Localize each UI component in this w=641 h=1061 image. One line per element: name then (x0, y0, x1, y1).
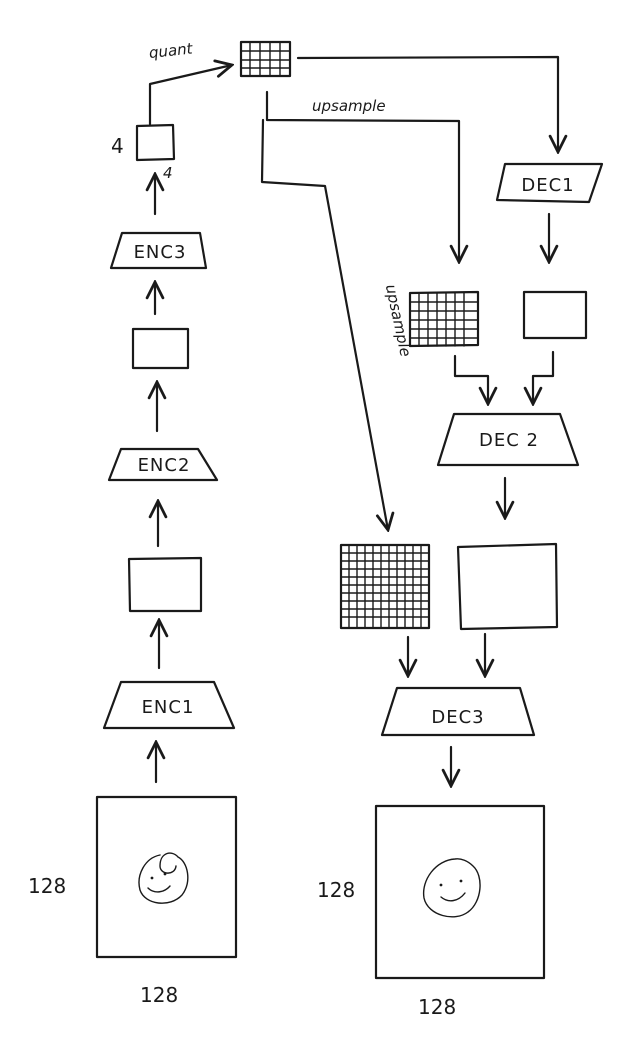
dec2-block (436, 412, 580, 467)
latent-height-label: 4 (111, 134, 124, 158)
arrow-upsample-2 (260, 118, 388, 530)
output-height-label: 128 (317, 878, 355, 902)
input-height-label: 128 (28, 874, 66, 898)
dec1-block (495, 162, 604, 204)
dec2-label: DEC 2 (479, 430, 539, 451)
encoder-feature-map-2 (131, 327, 190, 370)
dec2-output-feature-map (456, 542, 559, 631)
upsample-label-1: upsample (312, 97, 386, 115)
enc1-block (102, 680, 236, 730)
decoder-output-image (374, 804, 546, 980)
dec3-label: DEC3 (431, 707, 484, 728)
arrow-upsample-1 (265, 90, 459, 262)
dec1-label: DEC1 (521, 175, 574, 196)
quantized-grid (239, 40, 292, 78)
arrow-feat-to-dec2 (533, 350, 555, 404)
smiley-face-icon (138, 852, 189, 904)
arrow-grid-to-dec2 (453, 354, 488, 404)
arrow-grid-to-dec1 (296, 55, 558, 152)
encoder-feature-map-1 (127, 556, 203, 613)
dec3-block (380, 686, 536, 737)
upsampled-grid-medium (408, 290, 480, 348)
enc3-label: ENC3 (134, 242, 187, 263)
upsampled-grid-large (339, 543, 431, 630)
enc3-block (109, 231, 208, 270)
smiley-face-icon (422, 858, 481, 918)
enc1-label: ENC1 (142, 697, 195, 718)
input-width-label: 128 (140, 983, 178, 1007)
enc2-label: ENC2 (138, 455, 191, 476)
dec1-output-feature-map (522, 290, 588, 340)
encoder-input-image (95, 795, 238, 959)
arrow-quant (148, 65, 232, 126)
output-width-label: 128 (418, 995, 456, 1019)
latent-width-label: 4 (163, 164, 173, 182)
quant-label: quant (148, 39, 194, 62)
latent-map (135, 123, 176, 162)
enc2-block (107, 447, 219, 482)
